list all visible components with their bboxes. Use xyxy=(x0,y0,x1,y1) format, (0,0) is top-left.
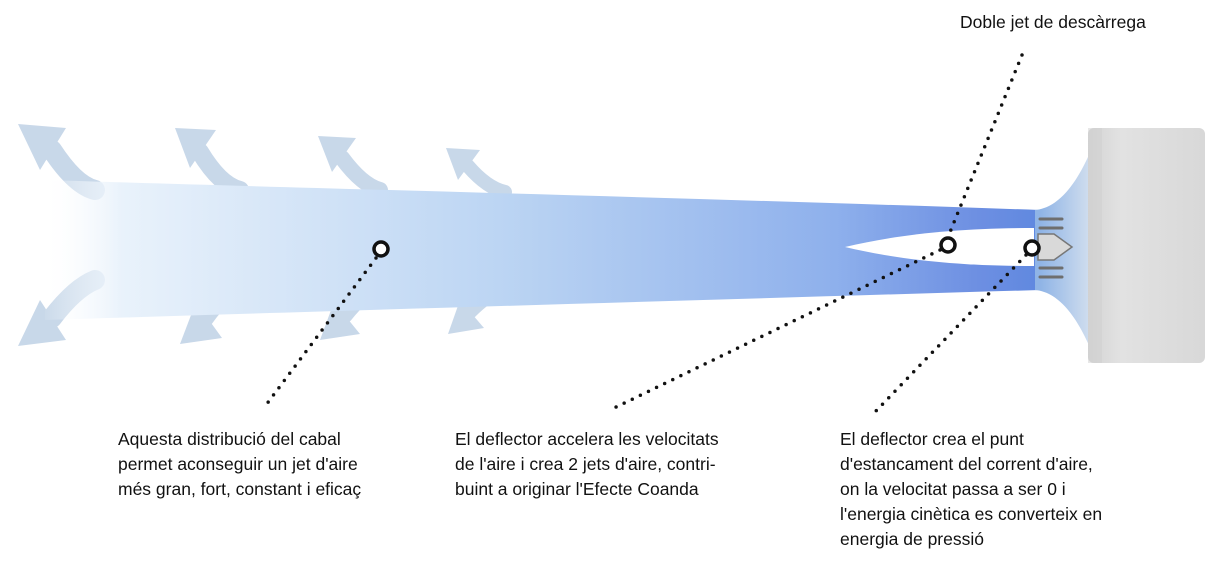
curved-flow-arrow-icon xyxy=(318,136,388,198)
leader-line-stagnation xyxy=(873,253,1028,414)
circle-marker-icon xyxy=(939,236,957,254)
leader-line-distribution xyxy=(264,256,378,407)
curved-flow-arrow-icon xyxy=(18,124,105,200)
leader-line-top xyxy=(946,53,1024,239)
nozzle-face xyxy=(1088,128,1102,363)
label-stagnation-point: El deflector crea el punt d'estancament … xyxy=(840,429,1103,549)
leader-line-deflector-accel xyxy=(608,248,942,412)
circle-marker-icon xyxy=(1023,239,1041,257)
label-double-jet: Doble jet de descàrrega xyxy=(960,12,1146,32)
curved-flow-arrow-icon xyxy=(446,148,512,199)
label-flow-distribution: Aquesta distribució del cabal permet aco… xyxy=(118,429,362,499)
curved-flow-arrow-icon xyxy=(175,128,249,199)
cone-deflector-icon xyxy=(1037,233,1074,261)
air-jet-stream xyxy=(45,180,1040,320)
circle-marker-icon xyxy=(372,240,390,258)
nozzle-vanes xyxy=(1038,217,1064,279)
nozzle-body xyxy=(1088,128,1205,363)
label-deflector-acceleration: El deflector accelera les velocitats de … xyxy=(455,429,719,499)
leader-lines xyxy=(264,53,1028,414)
